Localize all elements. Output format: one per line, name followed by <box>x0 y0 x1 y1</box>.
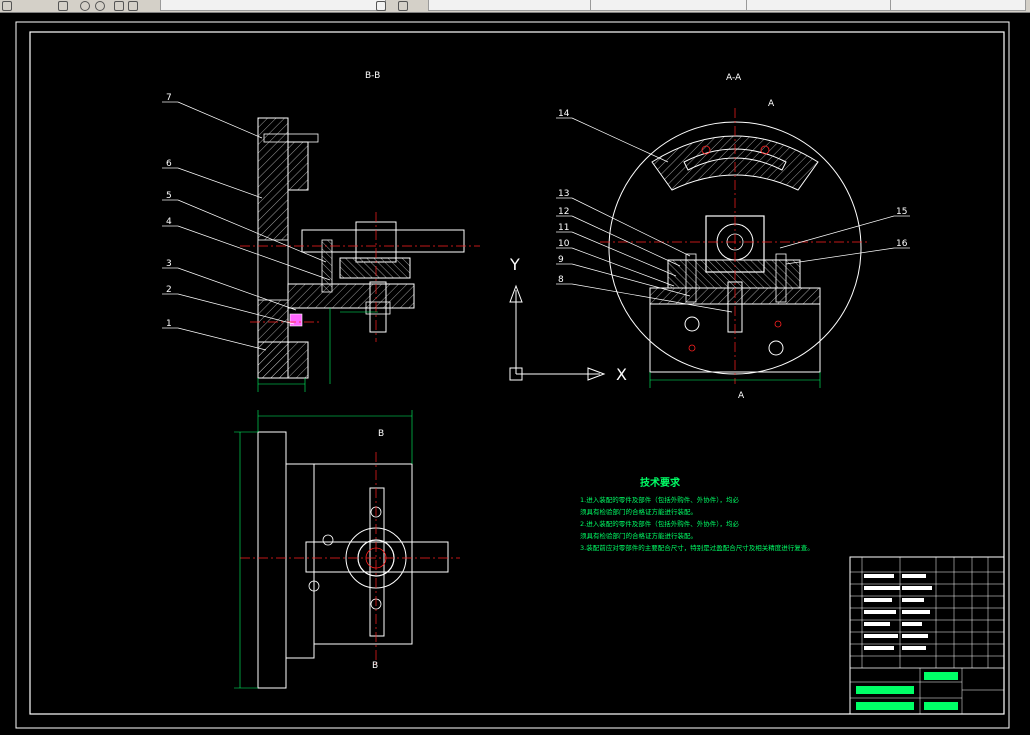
part-label-right-4: 11 <box>558 223 569 233</box>
section-b-title: B-B <box>365 71 380 81</box>
tab-color-dropdown[interactable] <box>428 0 596 11</box>
part-label-right-3: 12 <box>558 207 569 217</box>
section-a-view: A-A A A <box>556 73 910 401</box>
application-toolbar <box>0 0 1030 13</box>
technical-requirements: 技术要求 1.进入装配的零件及部件（包括外购件、外协件），均必 须具有检验部门的… <box>580 476 814 552</box>
cad-drawing[interactable]: B-B <box>0 12 1030 735</box>
tech-line-5: 3.装配前应对零部件的主要配合尺寸，特别是过盈配合尺寸及相关精度进行复查。 <box>580 543 814 552</box>
lock-icon[interactable] <box>114 1 124 11</box>
tech-line-4: 须具有检验部门的合格证方能进行装配。 <box>580 531 697 540</box>
tab-plotstyle-dropdown[interactable] <box>890 0 1026 11</box>
part-label-left-6: 2 <box>166 285 172 295</box>
tech-line-3: 2.进入装配的零件及部件（包括外购件、外协件），均必 <box>580 519 739 528</box>
tech-line-2: 须具有检验部门的合格证方能进行装配。 <box>580 507 697 516</box>
part-label-right-16: 16 <box>896 239 908 249</box>
part-label-left-5: 3 <box>166 259 172 269</box>
section-marker-bottom: B <box>372 661 378 671</box>
section-a-title: A-A <box>726 73 742 83</box>
inner-frame <box>29 31 1005 715</box>
title-block <box>849 556 1005 715</box>
part-label-left-1: 7 <box>166 93 172 103</box>
part-label-right-7: 8 <box>558 275 564 285</box>
tab-lineweight-dropdown[interactable] <box>746 0 898 11</box>
menu-icon[interactable] <box>2 1 12 11</box>
part-label-right-2: 13 <box>558 189 569 199</box>
part-label-left-2: 6 <box>166 159 172 169</box>
tech-requirements-title: 技术要求 <box>640 476 681 489</box>
part-label-right-5: 10 <box>558 239 570 249</box>
plan-view: B B <box>234 410 460 689</box>
layer-previous-icon[interactable] <box>376 1 386 11</box>
layer-icon[interactable] <box>58 1 68 11</box>
section-marker-a-bottom: A <box>738 391 745 401</box>
drawing-canvas[interactable]: B-B <box>0 12 1030 735</box>
color-icon[interactable] <box>128 1 138 11</box>
ucs-y-label: Y <box>509 255 520 274</box>
part-label-left-7: 1 <box>166 319 172 329</box>
sun-icon[interactable] <box>80 1 90 11</box>
tab-linetype-dropdown[interactable] <box>590 0 756 11</box>
tech-line-1: 1.进入装配的零件及部件（包括外购件、外协件），均必 <box>580 495 739 504</box>
match-layer-icon[interactable] <box>398 1 408 11</box>
part-label-right-1: 14 <box>558 109 570 119</box>
part-label-right-15: 15 <box>896 207 907 217</box>
section-marker-top: B <box>378 429 384 439</box>
section-b-view: B-B <box>162 71 480 392</box>
ucs-x-label: X <box>616 365 627 384</box>
tab-layer-dropdown[interactable] <box>160 0 386 11</box>
part-label-left-4: 4 <box>166 217 172 227</box>
part-label-right-6: 9 <box>558 255 564 265</box>
section-marker-a-top: A <box>768 99 775 109</box>
part-label-left-3: 5 <box>166 191 172 201</box>
freeze-icon[interactable] <box>95 1 105 11</box>
ucs-icon: Y X <box>509 255 627 384</box>
outer-border <box>15 21 1010 729</box>
